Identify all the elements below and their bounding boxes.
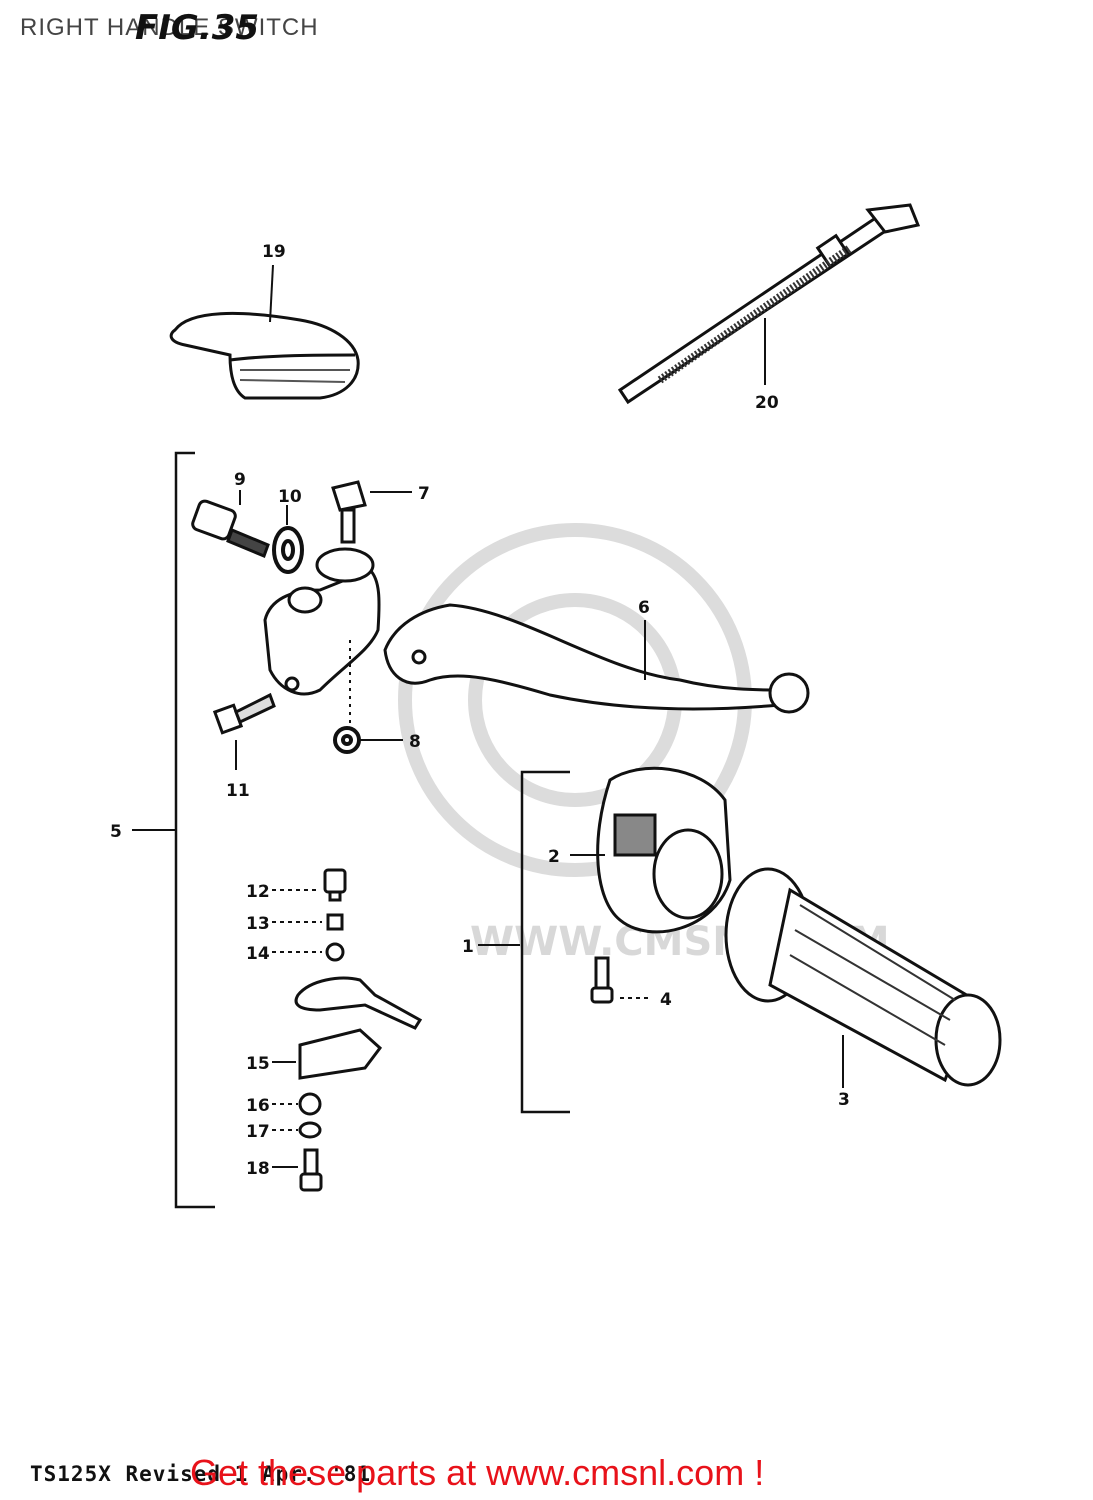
label-11: 11 bbox=[226, 781, 250, 801]
part-19-lever-boot bbox=[169, 311, 360, 400]
group-bracket-5 bbox=[174, 451, 215, 1209]
part-7-bolt bbox=[331, 480, 367, 544]
part-12-screw bbox=[323, 868, 347, 902]
label-18: 18 bbox=[246, 1159, 270, 1179]
part-18-screw bbox=[299, 1148, 323, 1192]
label-14: 14 bbox=[246, 944, 270, 964]
leader-lines bbox=[132, 264, 844, 1168]
part-8-nut bbox=[333, 726, 361, 754]
part-9-bolt bbox=[191, 499, 270, 558]
label-5: 5 bbox=[110, 822, 122, 842]
part-labels: 19 20 9 10 7 6 8 11 5 2 12 13 14 1 4 15 … bbox=[110, 242, 850, 1179]
label-13: 13 bbox=[246, 914, 270, 934]
label-15: 15 bbox=[246, 1054, 270, 1074]
lever-holder bbox=[263, 547, 381, 696]
part-13-spring bbox=[326, 913, 344, 931]
label-10: 10 bbox=[278, 487, 302, 507]
label-16: 16 bbox=[246, 1096, 270, 1116]
part-15-switch-cover bbox=[298, 1028, 383, 1080]
label-20: 20 bbox=[755, 393, 779, 413]
group-bracket-1 bbox=[520, 770, 570, 1114]
part-17-washer bbox=[298, 1121, 322, 1139]
page-title: RIGHT HANDLE SWITCH bbox=[20, 14, 319, 41]
label-9: 9 bbox=[234, 470, 246, 490]
part-3-throttle-grip bbox=[724, 867, 1002, 1087]
figure-stamp: FIG.35 bbox=[135, 8, 260, 48]
part-2-switch-housing bbox=[596, 766, 732, 934]
footer-revision-code: TS125X Revised 1 Apr. '81 bbox=[30, 1462, 372, 1486]
part-16-nut bbox=[298, 1092, 322, 1116]
label-2: 2 bbox=[548, 847, 560, 867]
label-4: 4 bbox=[660, 990, 672, 1010]
part-11-screw bbox=[212, 692, 276, 735]
label-6: 6 bbox=[638, 598, 650, 618]
part-20-cable-tie bbox=[617, 203, 921, 405]
part-14-ball bbox=[325, 942, 345, 962]
label-19: 19 bbox=[262, 242, 286, 262]
label-1: 1 bbox=[462, 937, 474, 957]
parts-shop-link[interactable]: Get these parts at www.cmsnl.com ! bbox=[190, 1452, 765, 1493]
label-12: 12 bbox=[246, 882, 270, 902]
label-8: 8 bbox=[409, 732, 421, 752]
part-4-screw bbox=[590, 956, 614, 1004]
label-7: 7 bbox=[418, 484, 430, 504]
label-17: 17 bbox=[246, 1122, 270, 1142]
part-6-brake-lever bbox=[383, 603, 810, 714]
part-10-washer bbox=[272, 526, 304, 574]
stop-switch bbox=[294, 976, 423, 1030]
label-3: 3 bbox=[838, 1090, 850, 1110]
